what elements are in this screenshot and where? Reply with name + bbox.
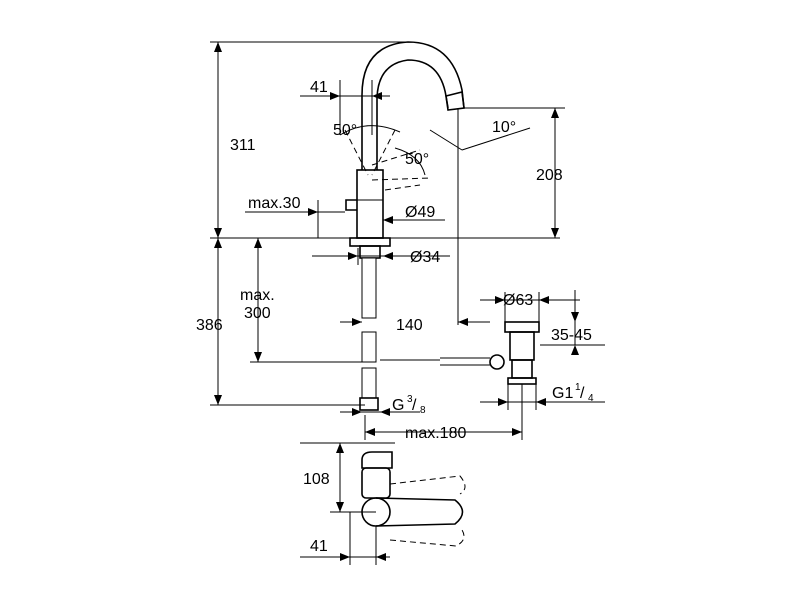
dimension-labels: 311 386 208 41 50° 50° 10° max.30 Ø49 Ø3…: [196, 79, 594, 555]
label-d49: Ø49: [405, 204, 435, 221]
label-35-45: 35-45: [551, 327, 592, 344]
label-g: G: [392, 397, 404, 414]
label-50-left: 50°: [333, 122, 357, 139]
label-41-bottom: 41: [310, 538, 328, 555]
supply-hose: [361, 257, 377, 319]
label-max-line1: max.: [240, 287, 275, 304]
label-10-degree: 10°: [492, 119, 516, 136]
drain-assembly: [380, 321, 540, 385]
label-108: 108: [303, 471, 330, 488]
label-300: 300: [244, 305, 271, 322]
label-max-180: max.180: [405, 425, 466, 442]
label-g1-num: 1: [575, 382, 581, 393]
label-max-30: max.30: [248, 195, 301, 212]
label-386: 386: [196, 317, 223, 334]
label-41-top: 41: [310, 79, 328, 96]
label-140: 140: [396, 317, 423, 334]
label-g-num: 3: [407, 394, 413, 405]
top-view-lever: [361, 451, 466, 547]
faucet-body: [345, 41, 465, 411]
label-311: 311: [230, 137, 256, 154]
svg-text:/: /: [580, 385, 585, 402]
lever-sweep-top: [339, 125, 431, 191]
label-50-right: 50°: [405, 151, 429, 168]
label-d34: Ø34: [410, 249, 440, 266]
label-g1-den: 4: [588, 393, 594, 404]
label-208: 208: [536, 167, 563, 184]
label-g-den: 8: [420, 405, 426, 416]
label-g1: G1: [552, 385, 573, 402]
dimension-lines: [210, 41, 605, 565]
svg-text:/: /: [412, 397, 417, 414]
label-d63: Ø63: [503, 292, 533, 309]
